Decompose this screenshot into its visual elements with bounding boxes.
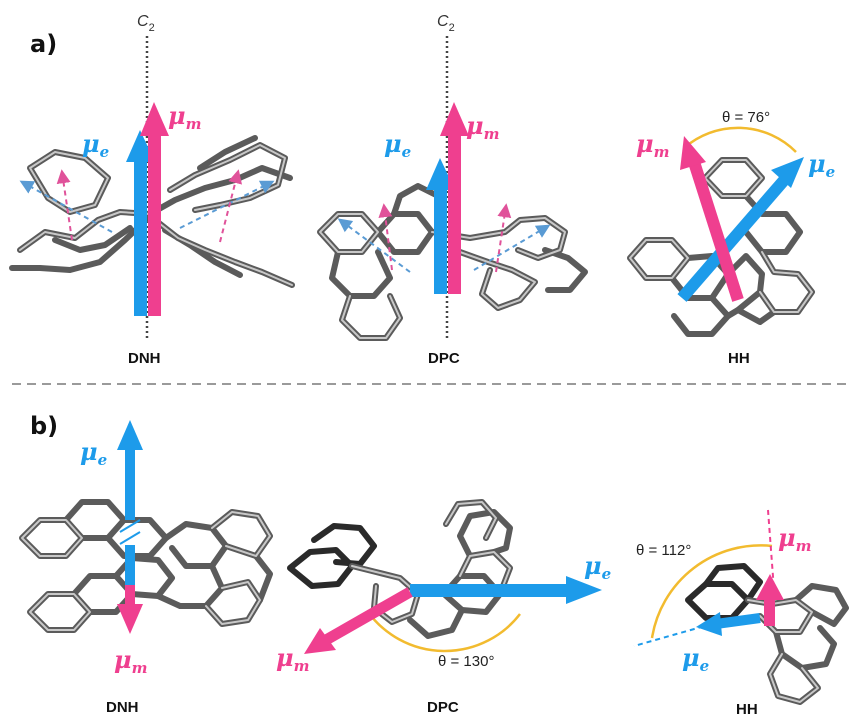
- dpc-b-electric-dipole-arrow: [410, 576, 602, 604]
- hh-b-mu-e-label: μe: [682, 643, 709, 675]
- hh-b-magnetic-dipole-arrow: [756, 574, 784, 626]
- dnh-local-electric-left: [19, 180, 113, 233]
- dnh-local-electric-right: [179, 180, 275, 229]
- dpc-b-angle-label: θ = 130°: [438, 653, 494, 670]
- hh-a-electric-dipole-arrow: [677, 157, 804, 302]
- dnh-local-magnetic-left: [56, 169, 73, 241]
- dpc-local-magnetic-left: [378, 203, 393, 271]
- dnh-magnetic-dipole-arrow: [140, 102, 169, 316]
- dnh-b-electric-dipole-arrow: [117, 420, 143, 585]
- dpc-local-magnetic-right: [495, 203, 512, 273]
- dpc-magnetic-dipole-arrow: [440, 102, 469, 294]
- dnh-local-magnetic-right: [219, 169, 242, 243]
- panel-a-label: a): [30, 30, 57, 58]
- c2-axis-label-dpc: C2: [437, 13, 455, 34]
- dpc-b-angle-arc: [366, 611, 521, 653]
- dpc-b-name: DPC: [427, 699, 459, 716]
- hh-a-magnetic-dipole-arrow: [680, 136, 744, 302]
- hh-a-mu-e-label: μe: [808, 149, 835, 181]
- dnh-b-mu-e-label: μe: [80, 437, 107, 469]
- dnh-panel-a: C2 μe μm DNH: [9, 13, 295, 367]
- dpc-mu-e-label: μe: [384, 129, 411, 161]
- hh-b-magnetic-axis: [767, 509, 775, 591]
- dpc-molecule-b: [287, 499, 513, 639]
- dnh-b-mu-m-label: μm: [114, 645, 147, 677]
- hh-b-mu-m-label: μm: [778, 523, 811, 555]
- dnh-a-name: DNH: [128, 350, 161, 367]
- dpc-local-electric-left: [337, 218, 411, 273]
- dpc-b-mu-e-label: μe: [584, 551, 611, 583]
- hh-a-mu-m-label: μm: [636, 129, 669, 161]
- dpc-a-name: DPC: [428, 350, 460, 367]
- hh-b-angle-label: θ = 112°: [636, 542, 691, 559]
- hh-b-electric-dipole-arrow: [696, 612, 761, 636]
- dnh-mu-e-label: μe: [82, 129, 109, 161]
- hh-a-angle-arc: [683, 126, 797, 153]
- dpc-panel-a: C2 μe μm DPC: [317, 13, 588, 367]
- panel-b-label: b): [30, 412, 58, 440]
- dpc-electric-dipole-arrow: [426, 158, 455, 294]
- hh-panel-a: θ = 76° μm μe HH: [627, 109, 835, 367]
- hh-a-name: HH: [728, 350, 750, 367]
- hh-b-name: HH: [736, 701, 758, 718]
- dpc-mu-m-label: μm: [466, 111, 499, 143]
- dpc-b-magnetic-dipole-arrow: [304, 587, 413, 654]
- dnh-electric-dipole-arrow: [126, 130, 155, 316]
- dnh-b-name: DNH: [106, 699, 139, 716]
- dnh-mu-m-label: μm: [168, 101, 201, 133]
- dpc-b-mu-m-label: μm: [276, 643, 309, 675]
- dnh-b-magnetic-dipole-arrow: [117, 585, 143, 634]
- dpc-panel-b: θ = 130° μe μm DPC: [276, 499, 611, 716]
- c2-axis-label-dnh: C2: [137, 13, 155, 34]
- hh-a-angle-label: θ = 76°: [722, 109, 770, 126]
- dpc-molecule-a: [317, 183, 588, 341]
- dnh-molecule-b: [19, 499, 273, 633]
- hh-panel-b: θ = 112° μm μe HH: [633, 509, 849, 718]
- hh-b-angle-arc: [650, 544, 773, 639]
- dnh-panel-b: μe μm DNH: [19, 420, 273, 716]
